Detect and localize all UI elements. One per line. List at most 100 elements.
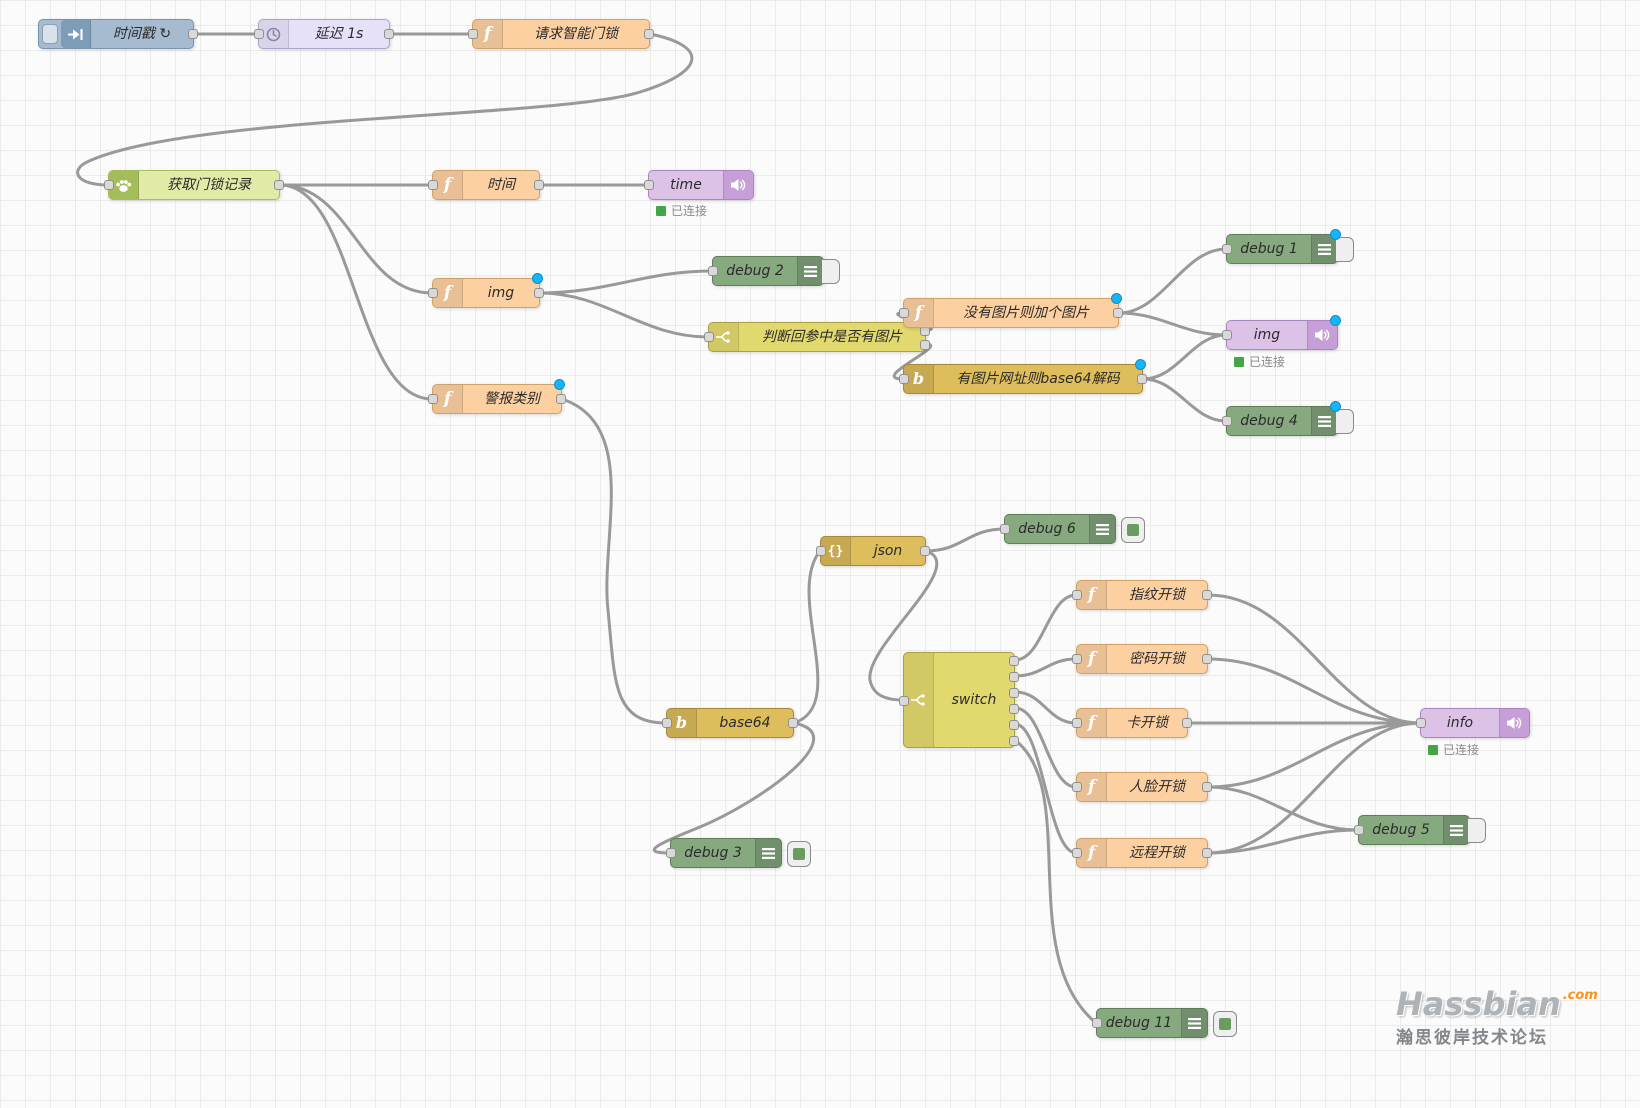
- wire[interactable]: [1206, 828, 1360, 855]
- wire[interactable]: [924, 527, 1006, 553]
- output-port[interactable]: [274, 180, 284, 190]
- input-port[interactable]: [708, 266, 718, 276]
- input-port[interactable]: [1222, 244, 1232, 254]
- output-port[interactable]: [1137, 374, 1147, 384]
- wire[interactable]: [1013, 738, 1098, 1025]
- node-base64-decode[interactable]: b 有图片网址则base64解码: [899, 359, 1147, 394]
- wire[interactable]: [892, 342, 933, 381]
- output-port[interactable]: [1202, 590, 1212, 600]
- output-port[interactable]: [1009, 672, 1019, 682]
- node-base64[interactable]: b base64: [662, 708, 798, 738]
- input-port[interactable]: [1222, 416, 1232, 426]
- node-debug-4[interactable]: debug 4: [1222, 401, 1354, 436]
- node-fn-alarm-type[interactable]: f 警报类别: [428, 379, 566, 414]
- output-port[interactable]: [1009, 704, 1019, 714]
- output-port[interactable]: [384, 29, 394, 39]
- wire[interactable]: [278, 183, 434, 295]
- node-fn-add-img[interactable]: f 没有图片则加个图片: [899, 293, 1123, 328]
- node-fn-password-unlock[interactable]: f 密码开锁: [1072, 644, 1212, 674]
- wire[interactable]: [560, 397, 668, 725]
- output-port[interactable]: [556, 394, 566, 404]
- wire[interactable]: [792, 549, 822, 725]
- node-debug-3[interactable]: debug 3: [666, 838, 811, 868]
- debug-toggle-button[interactable]: [822, 259, 840, 284]
- input-port[interactable]: [1416, 718, 1426, 728]
- input-port[interactable]: [899, 374, 909, 384]
- output-port[interactable]: [1202, 848, 1212, 858]
- input-port[interactable]: [1072, 654, 1082, 664]
- output-port[interactable]: [188, 29, 198, 39]
- input-port[interactable]: [1072, 848, 1082, 858]
- input-port[interactable]: [468, 29, 478, 39]
- node-out-info[interactable]: info: [1416, 708, 1530, 738]
- wire[interactable]: [1141, 377, 1228, 423]
- node-delay-1s[interactable]: 延迟 1s: [254, 19, 394, 49]
- output-port[interactable]: [920, 546, 930, 556]
- node-debug-6[interactable]: debug 6: [1000, 514, 1145, 544]
- output-port[interactable]: [1113, 308, 1123, 318]
- input-port[interactable]: [428, 288, 438, 298]
- node-switch-check-img[interactable]: 判断回参中是否有图片: [704, 322, 930, 352]
- debug-toggle-button[interactable]: [1213, 1011, 1237, 1037]
- input-port[interactable]: [104, 180, 114, 190]
- output-port[interactable]: [1202, 782, 1212, 792]
- output-port[interactable]: [1009, 656, 1019, 666]
- input-port[interactable]: [704, 332, 714, 342]
- node-out-time[interactable]: time: [644, 170, 754, 200]
- output-port[interactable]: [1202, 654, 1212, 664]
- node-out-img[interactable]: img: [1222, 315, 1341, 350]
- debug-toggle-button[interactable]: [1336, 409, 1354, 434]
- node-debug-11[interactable]: debug 11: [1092, 1008, 1237, 1038]
- input-port[interactable]: [1000, 524, 1010, 534]
- wire[interactable]: [76, 32, 694, 187]
- node-json[interactable]: {} json: [816, 536, 930, 566]
- wire[interactable]: [538, 291, 710, 339]
- input-port[interactable]: [816, 546, 826, 556]
- wire[interactable]: [538, 269, 714, 295]
- wire[interactable]: [1117, 247, 1228, 315]
- node-fn-img[interactable]: f img: [428, 273, 544, 308]
- node-fn-remote-unlock[interactable]: f 远程开锁: [1072, 838, 1212, 868]
- node-debug-2[interactable]: debug 2: [708, 256, 840, 286]
- output-port[interactable]: [788, 718, 798, 728]
- wire[interactable]: [1206, 657, 1422, 725]
- node-fn-face-unlock[interactable]: f 人脸开锁: [1072, 772, 1212, 802]
- debug-toggle-button[interactable]: [1336, 237, 1354, 262]
- input-port[interactable]: [254, 29, 264, 39]
- input-port[interactable]: [428, 180, 438, 190]
- output-port[interactable]: [1009, 736, 1019, 746]
- input-port[interactable]: [662, 718, 672, 728]
- input-port[interactable]: [1222, 330, 1232, 340]
- output-port[interactable]: [1182, 718, 1192, 728]
- wire[interactable]: [1013, 593, 1078, 662]
- output-port[interactable]: [1009, 720, 1019, 730]
- inject-button[interactable]: [42, 24, 58, 44]
- node-debug-5[interactable]: debug 5: [1354, 815, 1486, 845]
- input-port[interactable]: [1072, 782, 1082, 792]
- node-fn-request-lock[interactable]: f 请求智能门锁: [468, 19, 654, 49]
- input-port[interactable]: [1354, 825, 1364, 835]
- node-fn-time[interactable]: f 时间: [428, 170, 544, 200]
- output-port[interactable]: [920, 340, 930, 350]
- wire[interactable]: [1206, 593, 1422, 725]
- wire[interactable]: [1206, 785, 1360, 832]
- input-port[interactable]: [899, 696, 909, 706]
- wire[interactable]: [1141, 333, 1228, 381]
- input-port[interactable]: [1092, 1018, 1102, 1028]
- debug-toggle-button[interactable]: [787, 841, 811, 867]
- node-fn-card-unlock[interactable]: f 卡开锁: [1072, 708, 1192, 738]
- wire[interactable]: [652, 721, 815, 855]
- wire[interactable]: [1013, 722, 1078, 855]
- input-port[interactable]: [1072, 590, 1082, 600]
- wire[interactable]: [868, 549, 939, 702]
- node-debug-1[interactable]: debug 1: [1222, 229, 1354, 264]
- node-fn-fingerprint-unlock[interactable]: f 指纹开锁: [1072, 580, 1212, 610]
- output-port[interactable]: [644, 29, 654, 39]
- node-api-get-records[interactable]: 获取门锁记录: [104, 170, 284, 200]
- debug-toggle-button[interactable]: [1121, 517, 1145, 543]
- wire[interactable]: [1013, 690, 1078, 725]
- output-port[interactable]: [1009, 688, 1019, 698]
- input-port[interactable]: [899, 308, 909, 318]
- wire[interactable]: [1013, 706, 1078, 789]
- output-port[interactable]: [534, 180, 544, 190]
